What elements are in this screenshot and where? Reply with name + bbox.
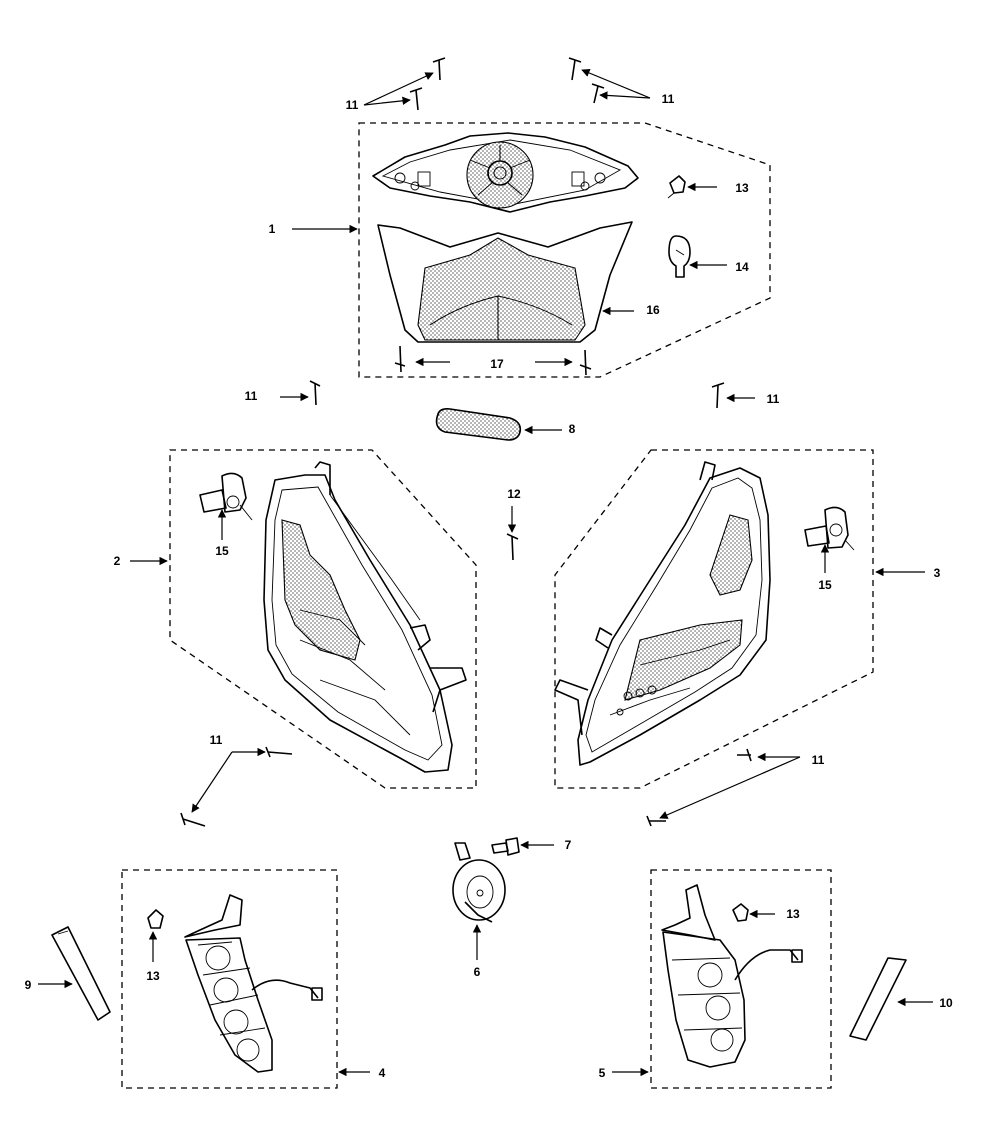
label-1: 1 [269, 222, 276, 236]
label-13-top: 13 [735, 181, 749, 195]
bulb-part-14 [668, 235, 691, 278]
label-10: 10 [939, 996, 953, 1010]
headlight-housing-part [372, 132, 639, 213]
bulb-part-13-left [147, 909, 164, 929]
group-boundary-right-turn-signal [650, 869, 832, 1089]
label-15-right: 15 [818, 578, 832, 592]
label-11-top-left: 11 [346, 98, 359, 112]
vent-grille-part [435, 408, 522, 441]
group-boundary-left-turn-signal [121, 869, 338, 1089]
reflector-part-10 [849, 957, 907, 1041]
label-5: 5 [599, 1066, 606, 1080]
left-turn-signal-part [184, 894, 323, 1073]
label-9: 9 [25, 978, 32, 992]
label-12: 12 [507, 487, 521, 501]
label-15-left: 15 [215, 544, 229, 558]
right-headlight-part [554, 461, 771, 766]
label-17: 17 [490, 357, 504, 371]
label-11-top-right: 11 [662, 92, 675, 106]
bulb-part-15-left [199, 472, 253, 521]
bulb-part-13 [667, 175, 686, 199]
leader-lines [38, 68, 933, 1077]
label-6: 6 [474, 965, 481, 979]
bulb-part-15-right [804, 506, 855, 551]
label-3: 3 [934, 566, 941, 580]
bolt-part-7 [491, 837, 520, 856]
reflector-part-9 [51, 926, 111, 1021]
label-13-right: 13 [786, 907, 800, 921]
headlight-lens-part [377, 221, 633, 343]
screw-part [180, 57, 752, 827]
group-boundary-headlight-assembly [358, 122, 771, 378]
group-boundary-right-headlight [554, 449, 874, 789]
label-11-low-left: 11 [210, 733, 223, 747]
label-13-left: 13 [146, 969, 160, 983]
horn-part [452, 842, 506, 923]
bulb-part-13-right [732, 903, 749, 922]
label-11-low-right: 11 [812, 753, 825, 767]
label-8: 8 [569, 422, 576, 436]
label-7: 7 [565, 838, 572, 852]
label-4: 4 [379, 1066, 386, 1080]
label-2: 2 [114, 554, 121, 568]
screw-part-17 [394, 345, 592, 376]
group-boundary-left-headlight [169, 449, 477, 789]
label-14: 14 [735, 260, 749, 274]
label-11-mid-right: 11 [767, 392, 780, 406]
label-16: 16 [646, 303, 660, 317]
left-headlight-part [263, 461, 467, 773]
label-11-mid-left: 11 [245, 389, 258, 403]
right-turn-signal-part [661, 884, 803, 1068]
